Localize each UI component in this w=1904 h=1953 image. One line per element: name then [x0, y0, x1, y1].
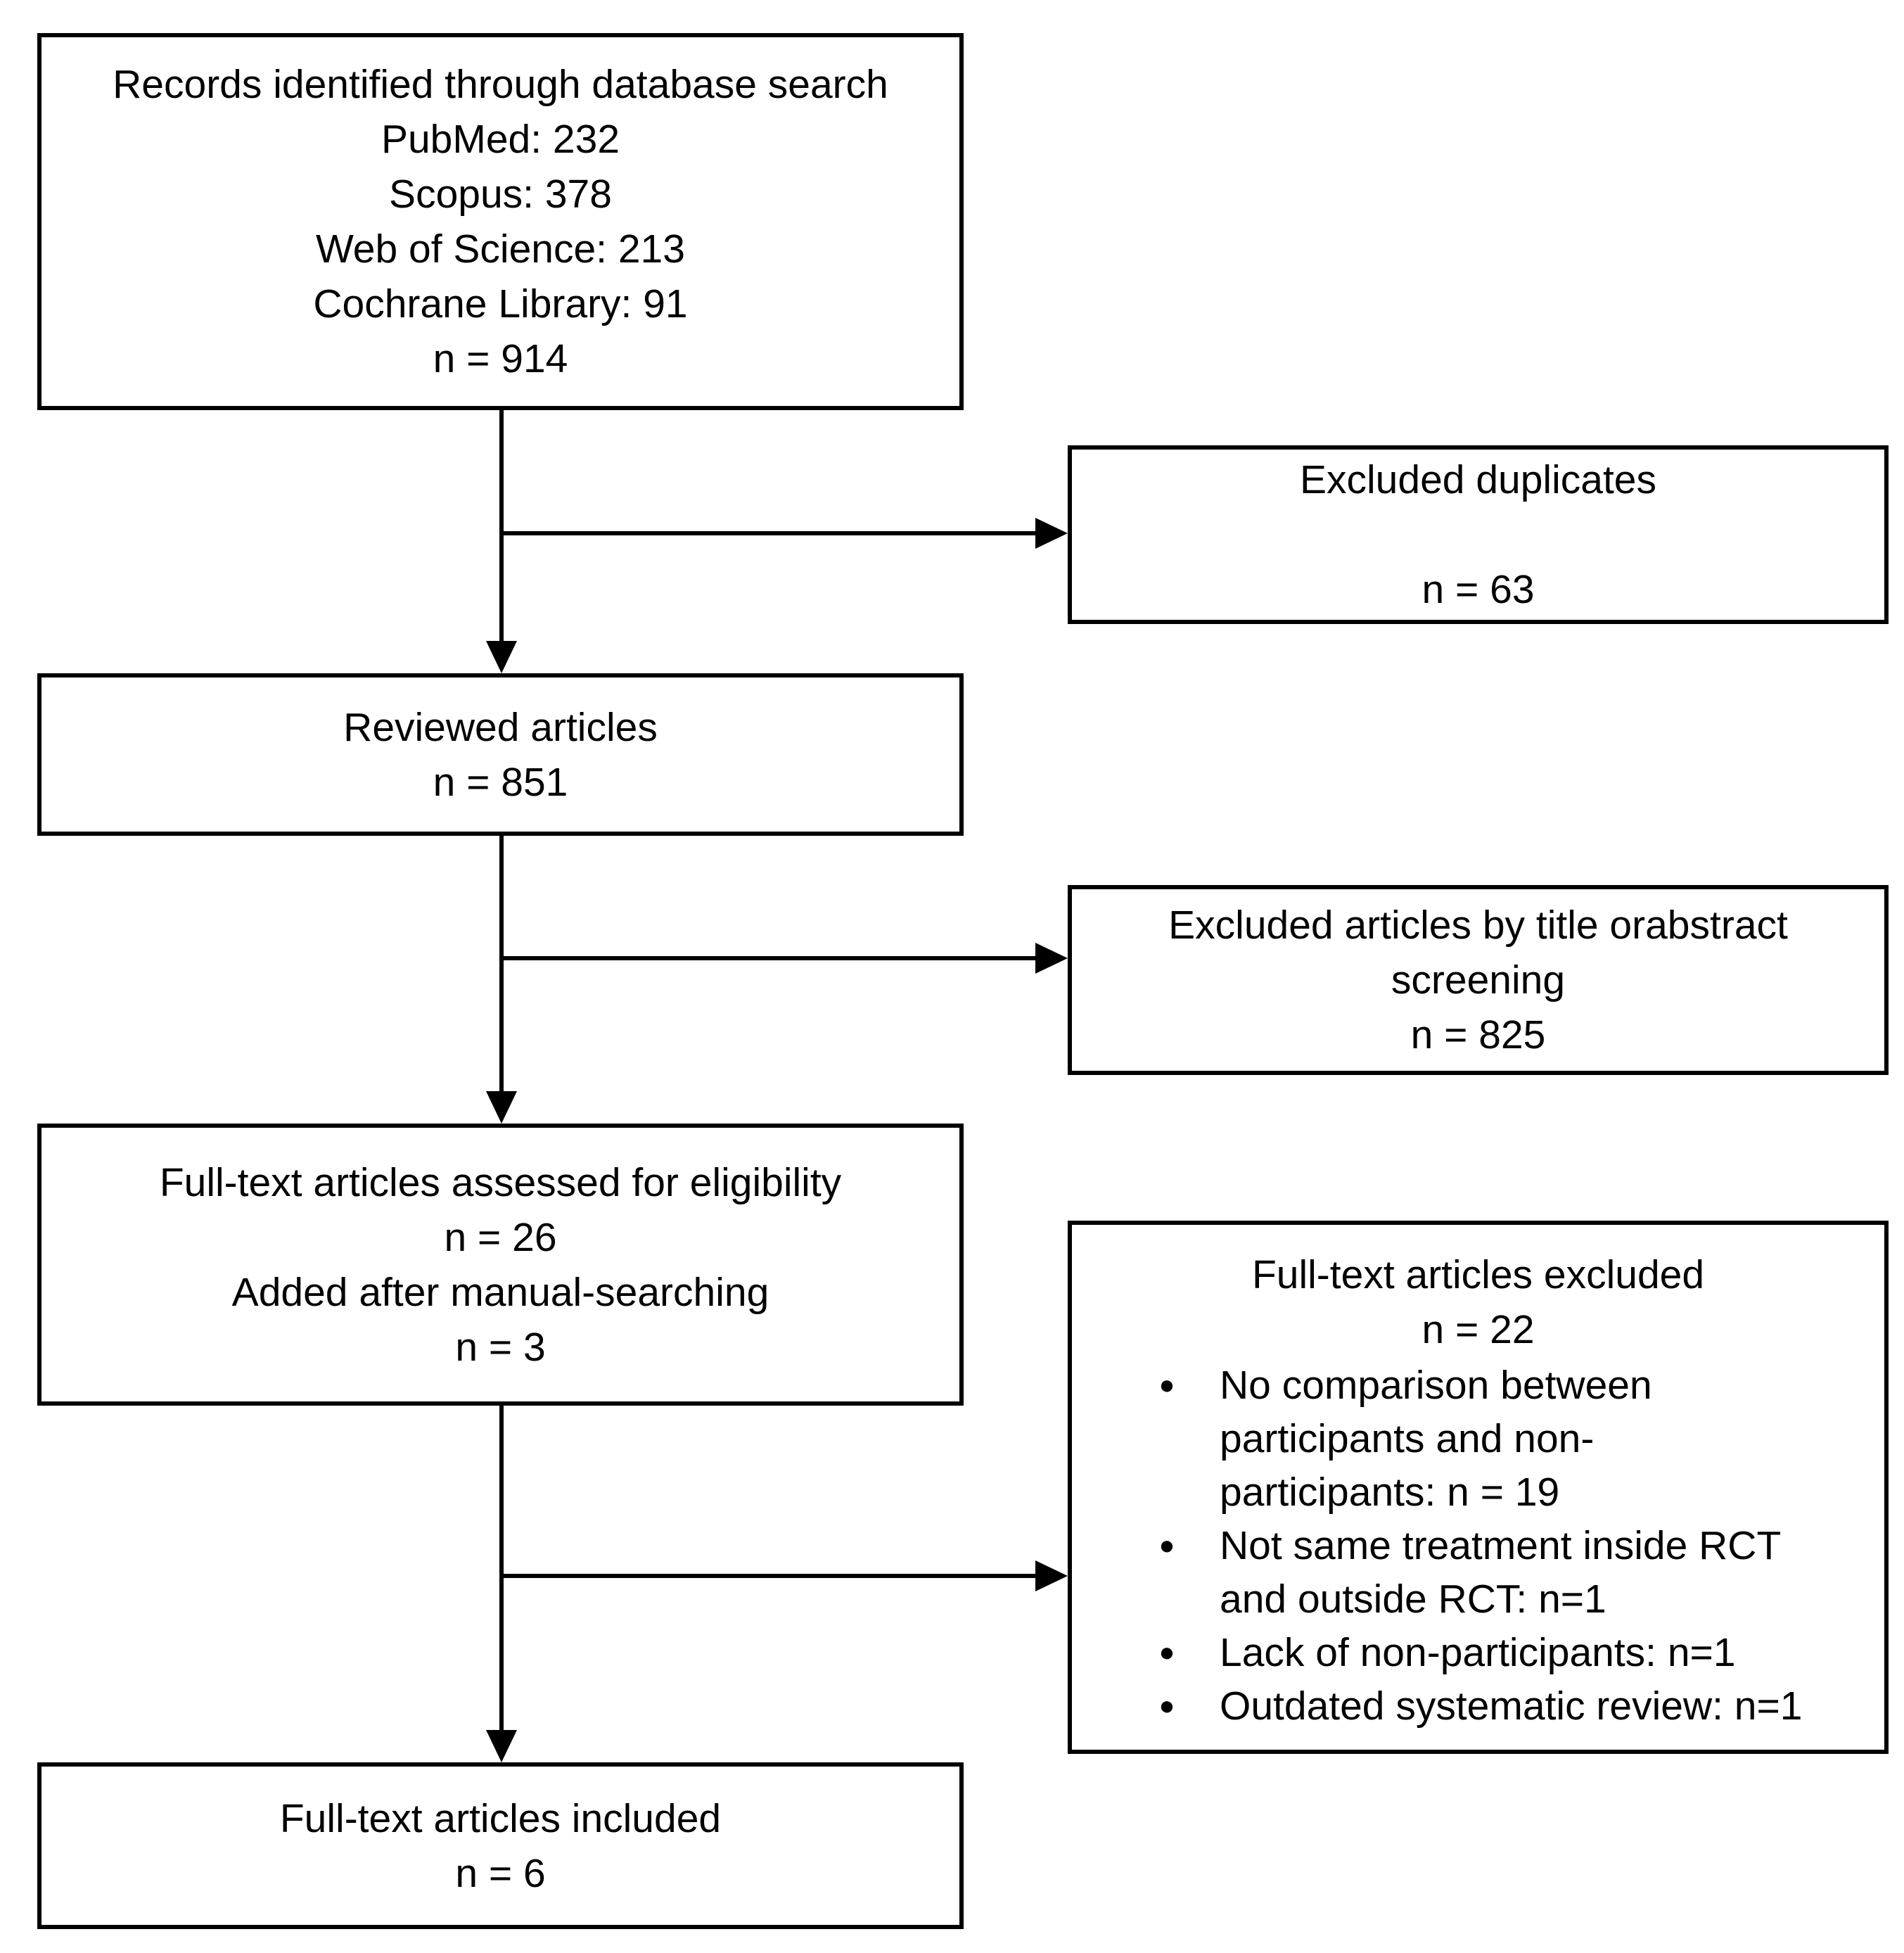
- list-item: ● Outdated systematic review: n=1: [1072, 1679, 1884, 1733]
- manual-search-count: n = 3: [455, 1324, 546, 1370]
- records-title: Records identified through database sear…: [113, 62, 888, 107]
- fulltext-included-box: Full-text articles included n = 6: [37, 1762, 964, 1929]
- excluded-duplicates-count: n = 63: [1421, 567, 1535, 612]
- bullet-icon: ●: [1158, 1531, 1175, 1560]
- reviewed-articles-box: Reviewed articles n = 851: [37, 673, 964, 836]
- connector-branch-to-fulltext-exclusions: [501, 1574, 1035, 1578]
- fulltext-excluded-box: Full-text articles excluded n = 22 ● No …: [1068, 1221, 1889, 1754]
- bullet-icon: ●: [1158, 1638, 1175, 1667]
- connector-branch-to-screening-exclusions: [501, 956, 1035, 960]
- connector-branch-to-duplicates: [501, 531, 1035, 535]
- fulltext-excluded-count: n = 22: [1421, 1307, 1535, 1352]
- fulltext-assessed-count: n = 26: [444, 1214, 557, 1260]
- exclusion-reason-list: ● No comparison between participants and…: [1072, 1359, 1884, 1733]
- arrow-down-icon: [486, 1091, 517, 1124]
- fulltext-assessed-title: Full-text articles assessed for eligibil…: [159, 1159, 842, 1205]
- exclusion-reason-lack-nonparticipants: Lack of non-participants: n=1: [1220, 1630, 1736, 1675]
- arrow-down-icon: [486, 1730, 517, 1762]
- connector-reviewed-to-assessed: [499, 836, 504, 1091]
- arrow-down-icon: [486, 641, 517, 673]
- list-item: ● Not same treatment inside RCT and outs…: [1072, 1519, 1884, 1626]
- connector-assessed-to-included: [499, 1406, 504, 1730]
- excluded-screening-title-line1: Excluded articles by title orabstract: [1168, 903, 1788, 948]
- manual-search-title: Added after manual-searching: [231, 1269, 769, 1315]
- excluded-screening-title-line2: screening: [1391, 958, 1566, 1003]
- excluded-screening-box: Excluded articles by title orabstract sc…: [1068, 885, 1889, 1075]
- arrow-right-icon: [1035, 943, 1068, 974]
- exclusion-reason-outdated-review: Outdated systematic review: n=1: [1220, 1684, 1803, 1729]
- list-item: ● Lack of non-participants: n=1: [1072, 1626, 1884, 1679]
- records-pubmed-count: PubMed: 232: [381, 117, 620, 162]
- excluded-duplicates-title: Excluded duplicates: [1300, 457, 1656, 502]
- arrow-right-icon: [1035, 518, 1068, 549]
- fulltext-excluded-title: Full-text articles excluded: [1251, 1252, 1705, 1297]
- bullet-icon: ●: [1158, 1370, 1175, 1400]
- bullet-icon: ●: [1158, 1691, 1175, 1721]
- connector-records-to-reviewed: [499, 410, 504, 641]
- list-item: ● No comparison between participants and…: [1072, 1359, 1884, 1519]
- excluded-screening-count: n = 825: [1410, 1012, 1546, 1057]
- reviewed-count: n = 851: [433, 759, 568, 805]
- records-total-count: n = 914: [433, 336, 568, 381]
- excluded-duplicates-box: Excluded duplicates n = 63: [1068, 445, 1889, 624]
- exclusion-reason-no-comparison: No comparison between participants and n…: [1220, 1363, 1652, 1515]
- records-cochrane-count: Cochrane Library: 91: [313, 281, 688, 326]
- arrow-right-icon: [1035, 1560, 1068, 1591]
- fulltext-included-count: n = 6: [455, 1850, 546, 1896]
- fulltext-assessed-box: Full-text articles assessed for eligibil…: [37, 1124, 964, 1406]
- exclusion-reason-not-same-treatment: Not same treatment inside RCT and outsid…: [1220, 1523, 1782, 1622]
- fulltext-included-title: Full-text articles included: [279, 1795, 722, 1841]
- records-wos-count: Web of Science: 213: [316, 227, 685, 272]
- records-scopus-count: Scopus: 378: [389, 172, 612, 217]
- records-identified-box: Records identified through database sear…: [37, 33, 964, 410]
- reviewed-title: Reviewed articles: [343, 704, 658, 750]
